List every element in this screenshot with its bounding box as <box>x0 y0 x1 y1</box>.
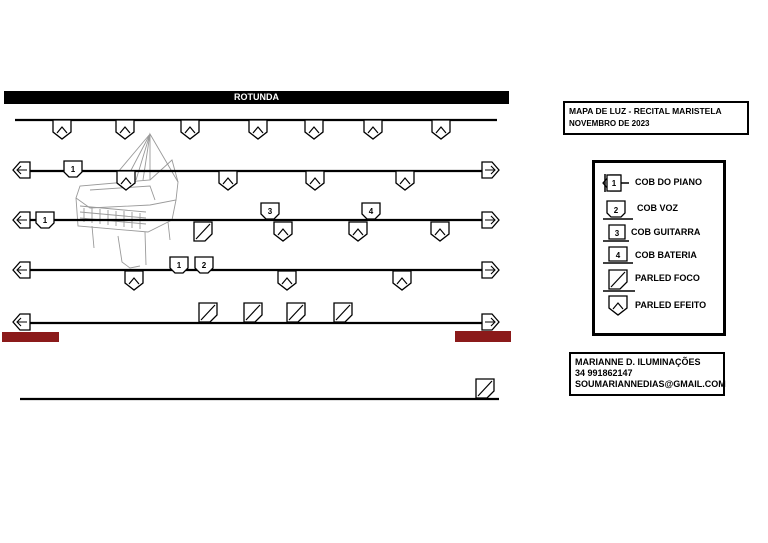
parled-efeito-icon <box>180 119 200 140</box>
side-fixture-right-icon <box>481 261 500 279</box>
side-fixture-right-icon <box>481 161 500 179</box>
legend-label-cob-guitarra: COB GUITARRA <box>631 227 701 237</box>
parled-efeito-icon <box>248 119 268 140</box>
parled-foco-icon <box>286 302 306 323</box>
efeito-row-1 <box>52 119 451 140</box>
legend-number: 2 <box>614 206 619 215</box>
row-4-fixtures <box>12 256 500 291</box>
piano-sketch <box>75 132 179 269</box>
legend-number: 1 <box>612 179 617 188</box>
stage-plot: 1 1 3 4 1 2 <box>2 118 511 401</box>
cob-number: 2 <box>202 261 207 270</box>
parled-foco-icon <box>198 302 218 323</box>
parled-efeito-icon <box>392 270 412 291</box>
cob-number: 1 <box>177 261 182 270</box>
parled-efeito-icon <box>218 170 238 191</box>
rotunda-label: ROTUNDA <box>234 92 279 102</box>
parled-efeito-icon <box>52 119 72 140</box>
cob-number: 3 <box>268 207 273 216</box>
parled-efeito-icon <box>363 119 383 140</box>
parled-foco-icon <box>475 378 495 399</box>
stage-edge-right <box>455 331 511 342</box>
contact-phone: 34 991862147 <box>575 368 633 378</box>
legend-symbols: 1 2 3 4 <box>602 174 635 316</box>
legend-box: 1 2 3 4 COB DO PIANO COB VOZ COB GUITARR… <box>592 160 726 336</box>
side-fixture-left-icon <box>12 211 31 229</box>
side-fixture-left-icon <box>12 313 31 331</box>
parled-efeito-icon <box>395 170 415 191</box>
row-5-fixtures <box>12 302 500 331</box>
legend-cob-bateria-icon <box>608 246 628 262</box>
legend-number: 4 <box>616 251 621 260</box>
parled-efeito-icon <box>430 221 450 242</box>
parled-foco-icon <box>193 221 213 242</box>
contact-box: MARIANNE D. ILUMINAÇÕES 34 991862147 SOU… <box>569 352 726 396</box>
cob-number: 1 <box>71 165 76 174</box>
legend-parled-foco-icon <box>608 269 628 290</box>
parled-foco-icon <box>333 302 353 323</box>
parled-foco-icon <box>243 302 263 323</box>
cob-number: 1 <box>43 216 48 225</box>
title-box: MAPA DE LUZ - RECITAL MARISTELA NOVEMBRO… <box>563 101 749 135</box>
side-fixture-left-icon <box>12 161 31 179</box>
legend-number: 3 <box>615 229 620 238</box>
legend-label-parled-foco: PARLED FOCO <box>635 273 700 283</box>
legend-cob-guitarra-icon <box>608 224 626 240</box>
parled-efeito-icon <box>273 221 293 242</box>
map-date: NOVEMBRO DE 2023 <box>569 119 650 128</box>
side-fixture-right-icon <box>481 211 500 229</box>
parled-efeito-icon <box>277 270 297 291</box>
legend-cob-voz-icon <box>606 200 626 218</box>
legend-parled-efeito-icon <box>608 295 628 316</box>
map-title: MAPA DE LUZ - RECITAL MARISTELA <box>569 106 722 116</box>
rotunda-bar: ROTUNDA <box>4 91 509 104</box>
parled-efeito-icon <box>304 119 324 140</box>
row-3-fixtures <box>12 202 500 242</box>
parled-efeito-icon <box>348 221 368 242</box>
side-fixture-left-icon <box>12 261 31 279</box>
parled-efeito-icon <box>124 270 144 291</box>
contact-name: MARIANNE D. ILUMINAÇÕES <box>575 357 701 367</box>
legend-label-cob-voz: COB VOZ <box>637 203 679 213</box>
parled-efeito-icon <box>305 170 325 191</box>
cob-number: 4 <box>369 207 374 216</box>
parled-efeito-icon <box>431 119 451 140</box>
legend-label-cob-piano: COB DO PIANO <box>635 177 703 187</box>
pipes <box>15 118 499 401</box>
side-fixture-right-icon <box>481 313 500 331</box>
parled-efeito-icon <box>115 119 135 140</box>
legend-label-cob-bateria: COB BATERIA <box>635 250 697 260</box>
stage-edge-left <box>2 332 59 342</box>
contact-email: SOUMARIANNEDIAS@GMAIL.COM <box>575 379 726 389</box>
legend-label-parled-efeito: PARLED EFEITO <box>635 300 707 310</box>
